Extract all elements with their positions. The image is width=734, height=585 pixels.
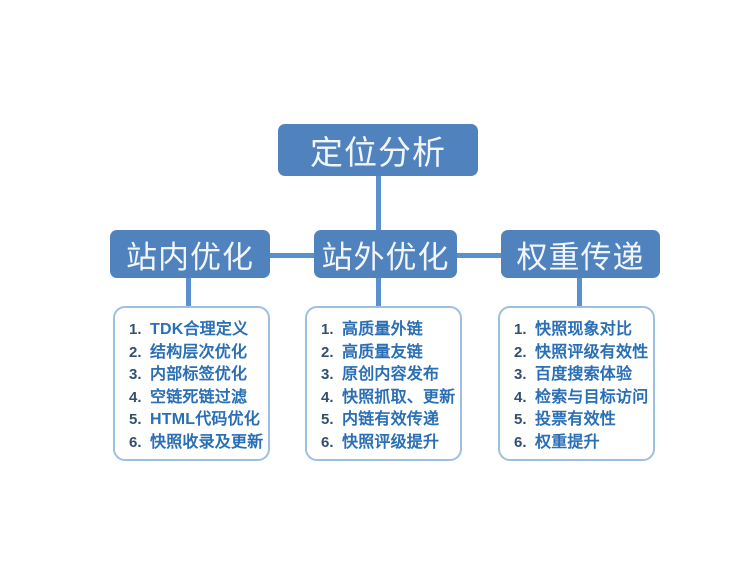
- list-card-weight: 1. 快照现象对比 2. 快照评级有效性 3. 百度搜索体验 4. 检索与目标访…: [498, 306, 655, 461]
- list-item-label: 内链有效传递: [342, 411, 440, 428]
- list-item-number: 4.: [321, 388, 334, 406]
- list-item-label: 空链死链过滤: [150, 388, 248, 406]
- list-item[interactable]: 3. 百度搜索体验: [514, 364, 653, 387]
- list-item-label: 高质量外链: [342, 321, 424, 338]
- node-branch-on-site-label: 站内优化: [126, 239, 254, 275]
- list-item-label: 快照评级提升: [342, 433, 440, 451]
- list-item-label: 快照收录及更新: [150, 433, 264, 451]
- list-weight: 1. 快照现象对比 2. 快照评级有效性 3. 百度搜索体验 4. 检索与目标访…: [514, 319, 653, 454]
- list-item[interactable]: 6. 快照评级提升: [321, 432, 460, 455]
- list-item-number: 5.: [129, 411, 142, 428]
- node-branch-weight-label: 权重传递: [516, 239, 645, 275]
- list-item-label: 快照评级有效性: [535, 343, 649, 361]
- list-item-label: 百度搜索体验: [535, 366, 633, 383]
- list-item-label: 结构层次优化: [150, 343, 248, 361]
- list-item-number: 3.: [321, 366, 334, 383]
- list-item-number: 3.: [129, 366, 142, 383]
- list-item[interactable]: 4. 检索与目标访问: [514, 387, 653, 410]
- list-item[interactable]: 5. HTML代码优化: [129, 409, 268, 432]
- list-item-number: 1.: [514, 321, 527, 338]
- list-item-number: 1.: [129, 321, 142, 338]
- list-on-site: 1. TDK合理定义 2. 结构层次优化 3. 内部标签优化 4. 空链死链过滤…: [129, 319, 268, 454]
- list-item-label: HTML代码优化: [150, 411, 261, 428]
- connector-branch-middle-right: [455, 253, 503, 258]
- list-item[interactable]: 1. 快照现象对比: [514, 319, 653, 342]
- list-item[interactable]: 4. 快照抓取、更新: [321, 387, 460, 410]
- list-item-label: 权重提升: [535, 433, 600, 451]
- list-item[interactable]: 6. 快照收录及更新: [129, 432, 268, 455]
- list-item-label: 检索与目标访问: [535, 388, 649, 406]
- node-root[interactable]: 定位分析: [278, 124, 478, 176]
- connector-branch-right-to-list: [577, 275, 582, 307]
- list-item[interactable]: 4. 空链死链过滤: [129, 387, 268, 410]
- connector-branch-left-to-list: [186, 275, 191, 307]
- list-item-number: 2.: [129, 343, 142, 361]
- list-item[interactable]: 3. 原创内容发布: [321, 364, 460, 387]
- node-branch-off-site[interactable]: 站外优化: [314, 230, 457, 278]
- list-item-number: 4.: [514, 388, 527, 406]
- list-item-label: 原创内容发布: [342, 366, 440, 383]
- list-item[interactable]: 2. 结构层次优化: [129, 342, 268, 365]
- node-branch-on-site[interactable]: 站内优化: [110, 230, 270, 278]
- list-item[interactable]: 3. 内部标签优化: [129, 364, 268, 387]
- connector-branch-middle-to-list: [376, 275, 381, 307]
- list-item-number: 5.: [514, 411, 527, 428]
- list-item[interactable]: 5. 内链有效传递: [321, 409, 460, 432]
- connector-root-to-branch: [376, 172, 381, 232]
- list-item-label: 快照抓取、更新: [342, 388, 456, 406]
- list-item[interactable]: 6. 权重提升: [514, 432, 653, 455]
- list-card-on-site: 1. TDK合理定义 2. 结构层次优化 3. 内部标签优化 4. 空链死链过滤…: [113, 306, 270, 461]
- node-root-label: 定位分析: [310, 134, 446, 171]
- list-item-label: 高质量友链: [342, 343, 424, 361]
- node-branch-off-site-label: 站外优化: [321, 239, 450, 275]
- list-item-number: 2.: [321, 343, 334, 361]
- list-item[interactable]: 2. 高质量友链: [321, 342, 460, 365]
- list-item-label: TDK合理定义: [150, 321, 249, 338]
- list-item-number: 4.: [129, 388, 142, 406]
- list-item[interactable]: 1. TDK合理定义: [129, 319, 268, 342]
- connector-branch-left-middle: [268, 253, 316, 258]
- node-branch-weight[interactable]: 权重传递: [501, 230, 660, 278]
- list-item-label: 投票有效性: [535, 411, 617, 428]
- list-item-number: 3.: [514, 366, 527, 383]
- list-item-number: 2.: [514, 343, 527, 361]
- list-item-number: 6.: [321, 433, 334, 451]
- list-item-label: 内部标签优化: [150, 366, 248, 383]
- list-item-number: 5.: [321, 411, 334, 428]
- list-item-number: 1.: [321, 321, 334, 338]
- list-item-number: 6.: [514, 433, 527, 451]
- list-item-number: 6.: [129, 433, 142, 451]
- list-card-off-site: 1. 高质量外链 2. 高质量友链 3. 原创内容发布 4. 快照抓取、更新 5…: [305, 306, 462, 461]
- list-item[interactable]: 2. 快照评级有效性: [514, 342, 653, 365]
- list-off-site: 1. 高质量外链 2. 高质量友链 3. 原创内容发布 4. 快照抓取、更新 5…: [321, 319, 460, 454]
- list-item[interactable]: 5. 投票有效性: [514, 409, 653, 432]
- list-item[interactable]: 1. 高质量外链: [321, 319, 460, 342]
- list-item-label: 快照现象对比: [535, 321, 633, 338]
